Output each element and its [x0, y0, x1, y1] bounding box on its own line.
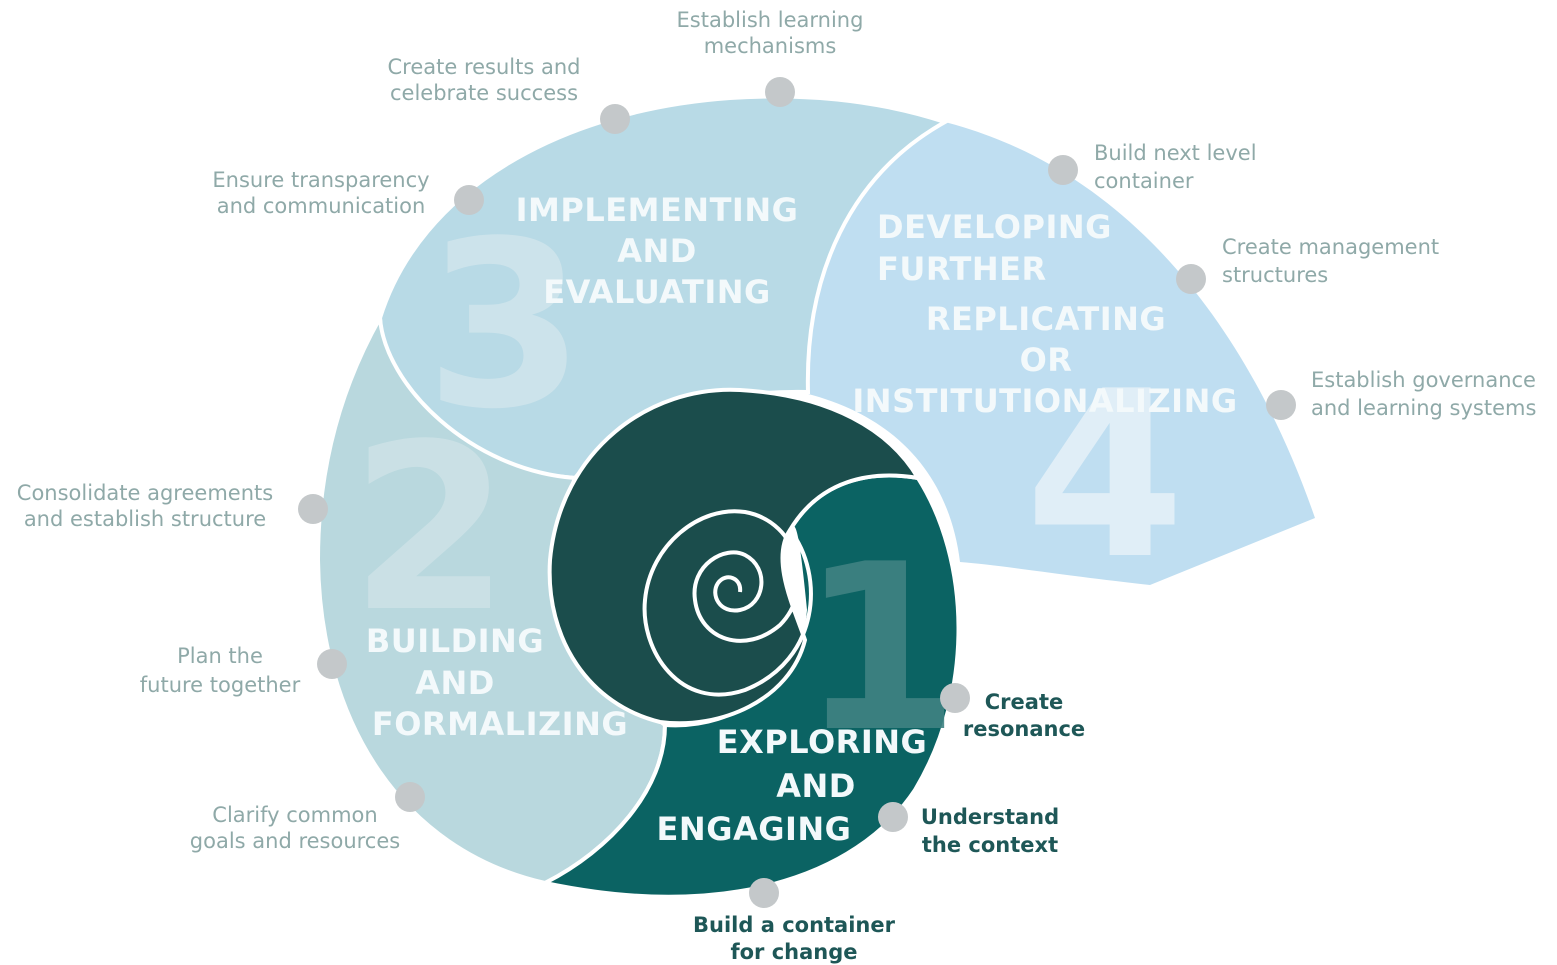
svg-text:Build a container: Build a container [693, 913, 896, 937]
marker-dots [298, 77, 1296, 908]
phase-3-number: 3 [425, 193, 585, 460]
svg-text:and establish structure: and establish structure [24, 507, 266, 531]
svg-text:FORMALIZING: FORMALIZING [372, 705, 628, 743]
svg-text:EVALUATING: EVALUATING [543, 273, 771, 311]
svg-text:mechanisms: mechanisms [704, 34, 837, 58]
phase-2-number: 2 [350, 396, 510, 663]
svg-text:container: container [1094, 169, 1194, 193]
svg-text:AND: AND [617, 232, 697, 270]
svg-text:Establish governance: Establish governance [1311, 368, 1536, 392]
phase-1-title: EXPLORING AND ENGAGING [657, 723, 928, 848]
callout-learning-mechanisms: Establish learning mechanisms [677, 8, 864, 58]
svg-text:AND: AND [776, 767, 856, 805]
phase-4-segment [800, 122, 1315, 585]
dot-create-results [600, 104, 630, 134]
svg-text:the context: the context [922, 833, 1058, 857]
dot-build-container [749, 878, 779, 908]
dot-governance [1266, 390, 1296, 420]
svg-text:Create management: Create management [1222, 235, 1439, 259]
inner-spiral [642, 509, 813, 697]
svg-text:future together: future together [140, 673, 301, 697]
svg-text:Plan the: Plan the [177, 644, 263, 668]
svg-text:Clarify common: Clarify common [212, 803, 377, 827]
svg-text:for change: for change [730, 940, 857, 964]
callout-understand-context: Understand the context [921, 805, 1059, 857]
dot-next-level [1048, 155, 1078, 185]
callout-next-level: Build next level container [1094, 141, 1257, 193]
dot-consolidate [298, 494, 328, 524]
dot-understand-context [878, 802, 908, 832]
callout-create-resonance: Create resonance [963, 690, 1085, 741]
svg-text:BUILDING: BUILDING [366, 622, 544, 660]
dot-transparency [454, 185, 484, 215]
svg-text:resonance: resonance [963, 717, 1085, 741]
phase-1-number: 1 [800, 516, 960, 783]
phase-3-title: IMPLEMENTING AND EVALUATING [516, 191, 799, 311]
svg-text:celebrate success: celebrate success [390, 81, 578, 105]
dot-plan-future [317, 649, 347, 679]
phase-4-number: 4 [1025, 343, 1185, 610]
callout-consolidate: Consolidate agreements and establish str… [17, 481, 273, 531]
callout-management: Create management structures [1222, 235, 1439, 287]
svg-text:Create results and: Create results and [388, 55, 581, 79]
dot-clarify-goals [395, 782, 425, 812]
svg-text:Understand: Understand [921, 805, 1059, 829]
svg-text:Ensure transparency: Ensure transparency [212, 168, 429, 192]
svg-text:REPLICATING: REPLICATING [926, 300, 1166, 338]
svg-text:FURTHER: FURTHER [877, 250, 1047, 288]
callout-transparency: Ensure transparency and communication [212, 168, 429, 218]
svg-text:AND: AND [415, 664, 495, 702]
callout-create-results: Create results and celebrate success [388, 55, 581, 105]
dot-create-resonance [940, 683, 970, 713]
dot-management [1176, 264, 1206, 294]
svg-text:EXPLORING: EXPLORING [717, 723, 928, 761]
svg-text:structures: structures [1222, 263, 1328, 287]
svg-text:and learning systems: and learning systems [1311, 396, 1536, 420]
svg-text:INSTITUTIONALIZING: INSTITUTIONALIZING [852, 382, 1237, 420]
callout-plan-future: Plan the future together [140, 644, 301, 697]
svg-text:Consolidate agreements: Consolidate agreements [17, 481, 273, 505]
svg-text:goals and resources: goals and resources [190, 829, 400, 853]
callout-clarify-goals: Clarify common goals and resources [190, 803, 400, 853]
svg-text:DEVELOPING: DEVELOPING [877, 208, 1112, 246]
callout-build-container: Build a container for change [693, 913, 896, 964]
svg-text:and communication: and communication [217, 194, 426, 218]
svg-text:OR: OR [1020, 341, 1073, 379]
svg-text:Create: Create [985, 690, 1063, 714]
phase-4-subtitle: REPLICATING OR INSTITUTIONALIZING [852, 300, 1237, 420]
callout-governance: Establish governance and learning system… [1311, 368, 1536, 420]
phase-4-title: DEVELOPING FURTHER [877, 208, 1112, 288]
dot-learning-mechanisms [765, 77, 795, 107]
svg-text:Build next level: Build next level [1094, 141, 1257, 165]
phase-2-title: BUILDING AND FORMALIZING [366, 622, 628, 743]
svg-text:Establish learning: Establish learning [677, 8, 864, 32]
svg-text:IMPLEMENTING: IMPLEMENTING [516, 191, 799, 229]
svg-text:ENGAGING: ENGAGING [657, 810, 852, 848]
